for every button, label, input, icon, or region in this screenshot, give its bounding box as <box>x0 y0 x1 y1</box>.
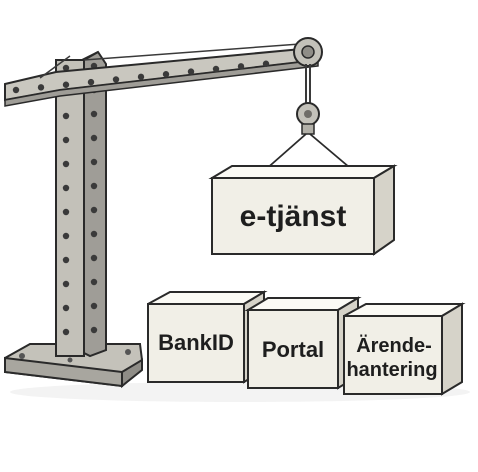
rivet-hole <box>187 68 195 75</box>
block-e-tjanst: e-tjänst <box>208 164 398 256</box>
rivet-hole <box>62 136 70 144</box>
rivet-hole <box>37 84 45 91</box>
rivet-hole <box>62 232 70 240</box>
block-portal-label: Portal <box>262 337 324 362</box>
block-arendehantering-label-line1: Ärende- <box>356 334 432 357</box>
top-pulley <box>293 37 323 67</box>
rivet-hole <box>162 71 170 78</box>
rivet-hole <box>62 304 70 312</box>
rivet-hole <box>62 328 70 336</box>
rivet-hole <box>90 278 98 286</box>
rivet-hole <box>62 208 70 216</box>
rivet-hole <box>90 302 98 310</box>
rivet-hole <box>262 60 270 67</box>
rivet-hole <box>62 184 70 192</box>
rivet-hole <box>90 182 98 190</box>
rivet-hole <box>90 110 98 118</box>
rivet-hole <box>87 78 95 86</box>
crane-jib <box>4 43 320 107</box>
block-arendehantering: Ärende- hantering <box>343 302 466 396</box>
rivet-hole <box>90 158 98 166</box>
rivet-hole <box>62 160 70 168</box>
rivet-hole <box>90 254 98 262</box>
rivet-hole <box>62 256 70 264</box>
rivet-hole <box>90 230 98 238</box>
block-portal: Portal <box>244 296 362 390</box>
rivet-hole <box>62 64 70 72</box>
crane-base <box>4 343 144 389</box>
hook-assembly <box>255 64 363 179</box>
rivet-hole <box>90 206 98 214</box>
rivet-hole <box>12 86 20 94</box>
rivet-hole <box>137 73 145 81</box>
crane-mast <box>55 50 107 358</box>
rivet-hole <box>90 134 98 142</box>
block-bankid: BankID <box>147 290 268 384</box>
block-bankid-label: BankID <box>158 330 234 355</box>
rivet-hole <box>62 112 70 120</box>
jib-holes <box>12 60 270 94</box>
rivet-hole <box>62 81 70 88</box>
rivet-hole <box>237 63 245 70</box>
rivet-hole <box>62 280 70 288</box>
rivet-hole <box>112 76 120 83</box>
rivet-hole <box>212 65 220 73</box>
block-arendehantering-label-line2: hantering <box>346 359 437 381</box>
block-e-tjanst-label: e-tjänst <box>240 200 347 233</box>
rivet-hole <box>90 326 98 334</box>
